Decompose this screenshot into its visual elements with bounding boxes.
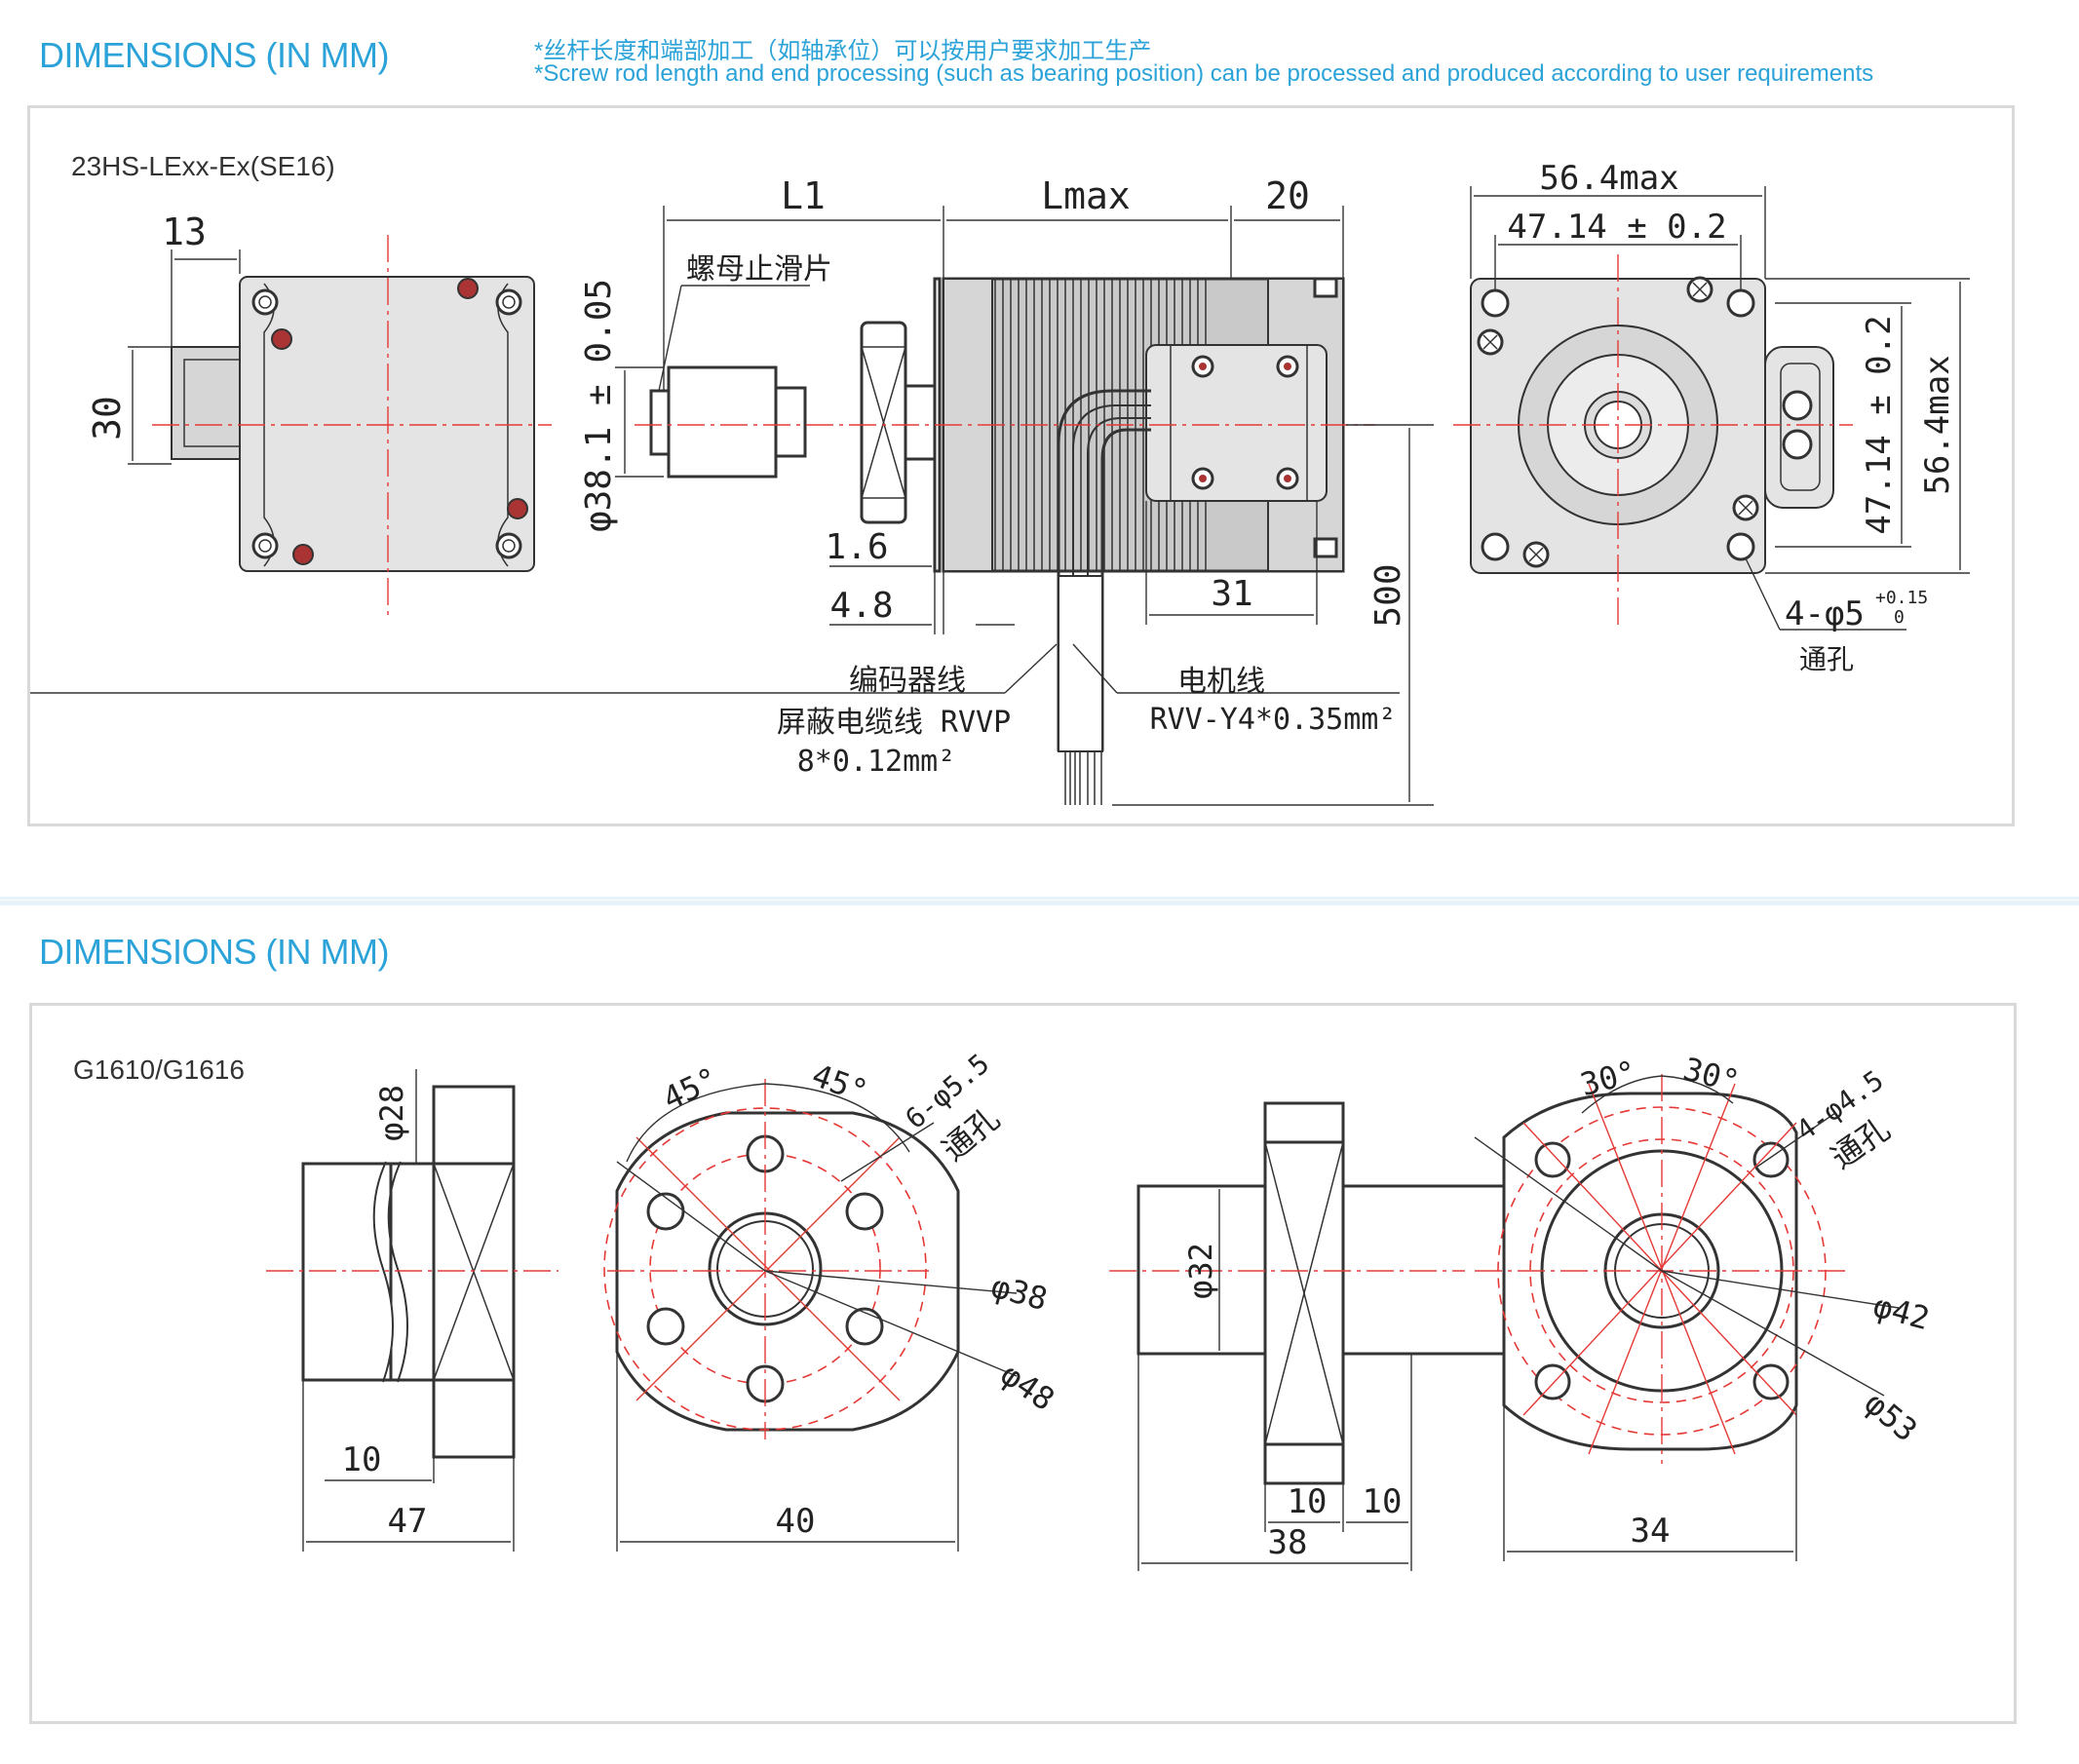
dim-phi48: φ48 bbox=[994, 1356, 1061, 1418]
dim-56-4max-v: 56.4max bbox=[1918, 355, 1957, 494]
label-nut-stop: 螺母止滑片 bbox=[686, 252, 832, 287]
dimensions-section-nut: DIMENSIONS (IN MM) G1610/G1616 bbox=[0, 901, 2079, 1764]
label-motor-spec: RVV-Y4*0.35mm² bbox=[1150, 703, 1397, 737]
drawing-frame-nut: G1610/G1616 φ28 1 bbox=[29, 1003, 2017, 1724]
section-title: DIMENSIONS (IN MM) bbox=[39, 932, 389, 972]
end-view-motor bbox=[1453, 186, 1970, 631]
dim-1-6: 1.6 bbox=[825, 527, 888, 567]
label-encoder-line: 编码器线 bbox=[849, 664, 966, 698]
nut-side-view-6hole bbox=[266, 1069, 558, 1552]
dim-10b: 10 bbox=[1288, 1482, 1328, 1521]
dim-47-14-h: 47.14 ± 0.2 bbox=[1507, 208, 1726, 247]
dim-40: 40 bbox=[776, 1502, 816, 1541]
dim-4-8: 4.8 bbox=[829, 586, 893, 626]
note-chinese: *丝杆长度和端部加工（如轴承位）可以按用户要求加工生产 bbox=[534, 38, 1152, 64]
nut-flange-view-6hole bbox=[603, 1079, 1018, 1552]
label-shield-cable: 屏蔽电缆线 RVVP bbox=[777, 706, 1011, 740]
dim-20: 20 bbox=[1265, 174, 1310, 217]
dim-47: 47 bbox=[388, 1502, 428, 1541]
dim-angle-45-right: 45° bbox=[807, 1056, 872, 1110]
dim-hole-tol-up: +0.15 bbox=[1875, 588, 1928, 608]
dim-38: 38 bbox=[1268, 1523, 1308, 1562]
dim-hole-tol-low: 0 bbox=[1894, 607, 1905, 628]
dim-phi53: φ53 bbox=[1858, 1384, 1925, 1448]
label-encoder-spec: 8*0.12mm² bbox=[797, 745, 956, 779]
dim-10c: 10 bbox=[1363, 1482, 1403, 1521]
dim-10a: 10 bbox=[342, 1440, 382, 1479]
section-title: DIMENSIONS (IN MM) bbox=[39, 35, 389, 75]
dim-30: 30 bbox=[86, 396, 129, 441]
nut-flange-view-4hole bbox=[1474, 1074, 1900, 1561]
dim-phi32: φ32 bbox=[1182, 1243, 1219, 1299]
note-english: *Screw rod length and end processing (su… bbox=[534, 60, 1874, 87]
label-through-hole: 通孔 bbox=[1799, 643, 1854, 675]
dim-phi42: φ42 bbox=[1869, 1287, 1934, 1338]
front-view-motor bbox=[30, 206, 1434, 806]
dim-phi28: φ28 bbox=[373, 1085, 410, 1141]
model-number: 23HS-LExx-Ex(SE16) bbox=[71, 151, 335, 181]
dim-31: 31 bbox=[1211, 574, 1252, 614]
dim-500: 500 bbox=[1368, 563, 1408, 627]
dim-hole-main: 4-φ5 bbox=[1785, 594, 1865, 633]
nut-side-view-4hole bbox=[1109, 1101, 1521, 1571]
dim-phi38-1: φ38.1 ± 0.05 bbox=[579, 279, 619, 532]
nut-drawing: φ28 10 47 bbox=[266, 1048, 1934, 1571]
cable-wire-ends bbox=[1064, 751, 1102, 805]
drawing-frame-motor: 23HS-LExx-Ex(SE16) bbox=[27, 105, 2015, 826]
dim-13: 13 bbox=[162, 211, 207, 253]
model-number: G1610/G1616 bbox=[73, 1055, 245, 1085]
dim-phi38: φ38 bbox=[987, 1268, 1052, 1319]
dim-56-4max-h: 56.4max bbox=[1539, 159, 1678, 198]
dim-47-14-v: 47.14 ± 0.2 bbox=[1860, 315, 1899, 534]
motor-drawing: 13 30 bbox=[30, 159, 1970, 806]
side-view-motor bbox=[128, 235, 552, 615]
dim-lmax: Lmax bbox=[1041, 174, 1131, 217]
dim-l1: L1 bbox=[781, 174, 826, 217]
dim-angle-45-left: 45° bbox=[657, 1060, 723, 1118]
dimensions-section-motor: DIMENSIONS (IN MM) *丝杆长度和端部加工（如轴承位）可以按用户… bbox=[0, 35, 2079, 900]
label-motor-line: 电机线 bbox=[1177, 665, 1265, 699]
dim-34: 34 bbox=[1631, 1512, 1671, 1551]
